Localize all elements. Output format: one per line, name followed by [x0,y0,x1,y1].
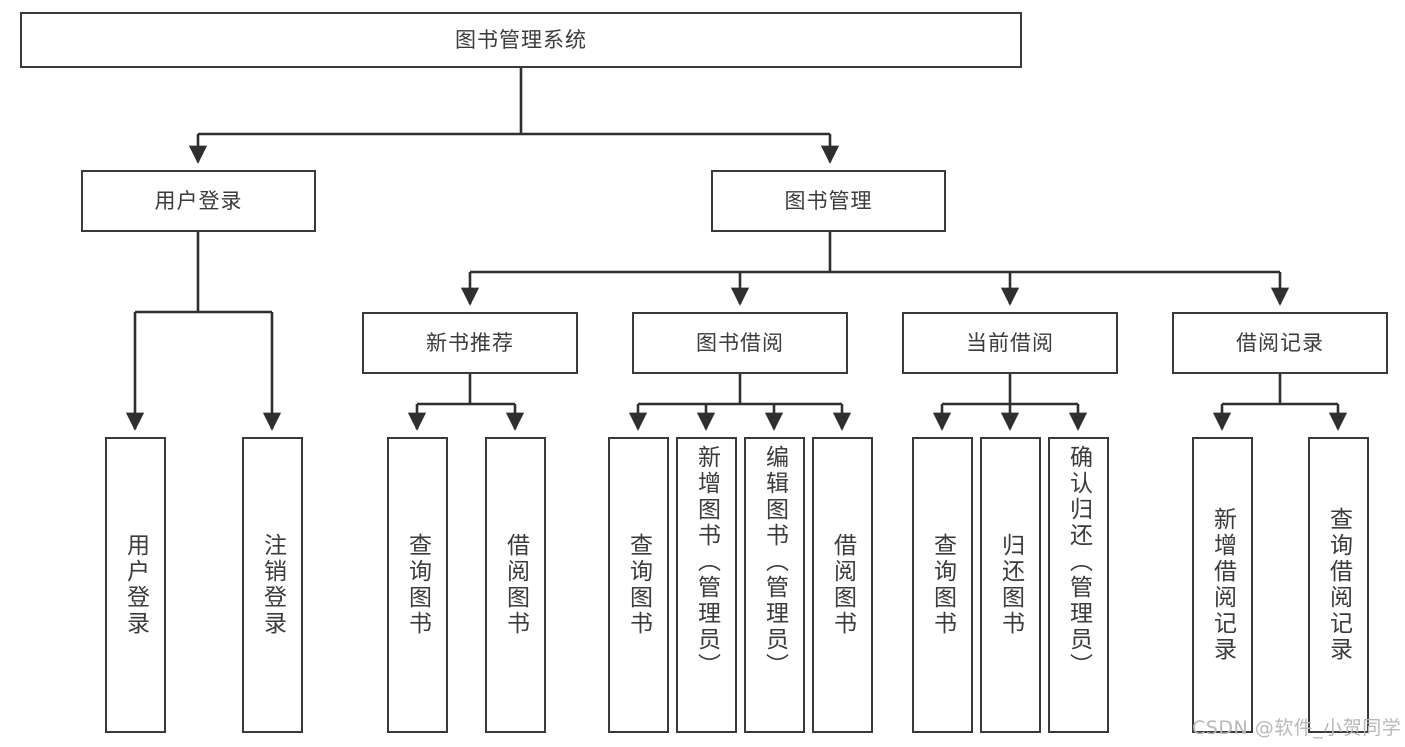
leaf-label: 查询借阅记录 [1325,507,1352,663]
node-current-borrowing[interactable]: 当前借阅 [902,312,1118,374]
leaf-add-book-admin[interactable]: 新增图书（管理员） [676,437,737,733]
node-label: 借阅记录 [1236,330,1324,355]
leaf-label: 编辑图书（管理员） [761,445,788,679]
leaf-borrow-book-borrowing[interactable]: 借阅图书 [812,437,873,733]
leaf-query-book-recommendation[interactable]: 查询图书 [387,437,448,733]
leaf-edit-book-admin[interactable]: 编辑图书（管理员） [744,437,805,733]
node-book-management[interactable]: 图书管理 [711,170,946,232]
leaf-add-borrow-record[interactable]: 新增借阅记录 [1192,437,1253,733]
node-borrowing-record[interactable]: 借阅记录 [1172,312,1388,374]
leaf-query-book-borrowing[interactable]: 查询图书 [608,437,669,733]
node-book-borrowing[interactable]: 图书借阅 [632,312,848,374]
leaf-label: 用户登录 [122,533,149,637]
leaf-borrow-book-recommendation[interactable]: 借阅图书 [485,437,546,733]
node-label: 图书管理 [784,188,873,213]
leaf-label: 借阅图书 [829,533,856,637]
leaf-label: 确认归还（管理员） [1065,445,1092,679]
leaf-label: 归还图书 [997,533,1024,637]
leaf-query-borrow-record[interactable]: 查询借阅记录 [1308,437,1369,733]
leaf-query-book-current[interactable]: 查询图书 [912,437,973,733]
node-user-login[interactable]: 用户登录 [81,170,316,232]
node-label: 图书管理系统 [455,27,587,52]
watermark-text: CSDN @软件_小贺同学 [1192,717,1402,739]
leaf-label: 查询图书 [404,533,431,637]
leaf-label: 查询图书 [625,533,652,637]
leaf-label: 借阅图书 [502,533,529,637]
leaf-user-login[interactable]: 用户登录 [105,437,166,733]
node-label: 新书推荐 [426,330,514,355]
leaf-user-logout[interactable]: 注销登录 [242,437,303,733]
node-label: 当前借阅 [966,330,1054,355]
node-label: 用户登录 [154,188,243,213]
leaf-confirm-return-admin[interactable]: 确认归还（管理员） [1048,437,1109,733]
leaf-label: 新增图书（管理员） [693,445,720,679]
leaf-label: 新增借阅记录 [1209,507,1236,663]
node-new-book-recommendation[interactable]: 新书推荐 [362,312,578,374]
leaf-return-book[interactable]: 归还图书 [980,437,1041,733]
node-label: 图书借阅 [696,330,784,355]
leaf-label: 注销登录 [259,533,286,637]
leaf-label: 查询图书 [929,533,956,637]
node-root-book-management-system[interactable]: 图书管理系统 [20,12,1022,68]
